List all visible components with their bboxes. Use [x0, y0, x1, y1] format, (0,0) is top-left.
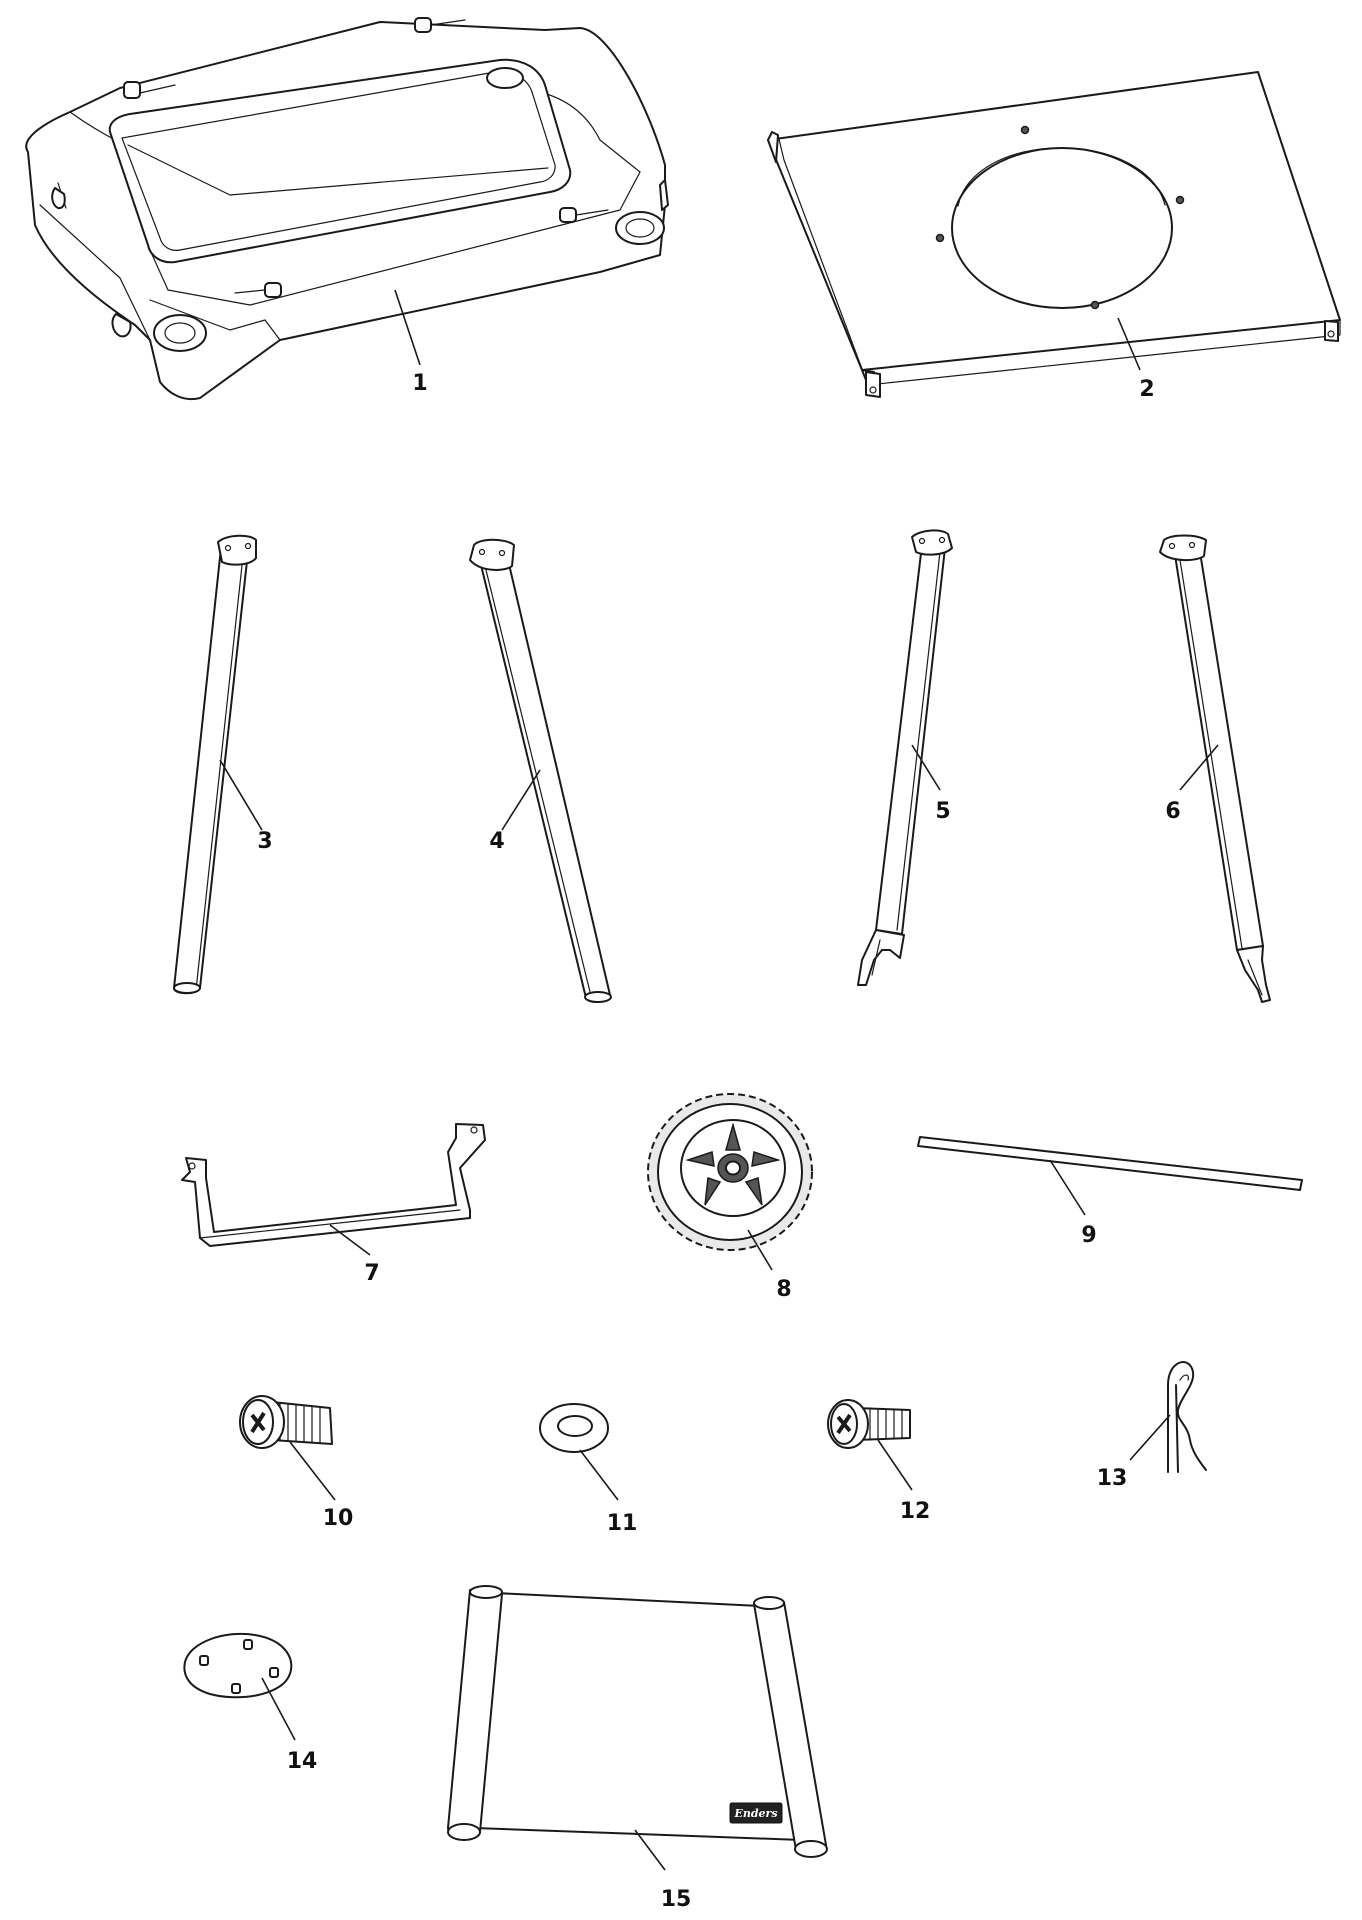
part-15-bottom-shelf-icon: Enders 15: [447, 1585, 828, 1912]
part-5-leg-tube-forked-icon: 5: [857, 529, 953, 986]
part-6-label: 6: [1165, 799, 1180, 824]
part-8-wheel-icon: 8: [647, 1093, 813, 1302]
part-1-label: 1: [412, 371, 427, 396]
part-3-leg-tube-icon: 3: [173, 534, 273, 995]
part-6-leg-tube-forked-icon: 6: [1159, 534, 1271, 1003]
part-4-leg-tube-icon: 4: [469, 538, 612, 1003]
part-11-washer-icon: 11: [539, 1403, 638, 1536]
part-11-label: 11: [607, 1511, 638, 1536]
brand-logo: [729, 1802, 783, 1824]
part-7-cross-bracket-icon: 7: [181, 1123, 486, 1286]
part-8-label: 8: [776, 1277, 791, 1302]
part-5-label: 5: [935, 799, 950, 824]
part-14-label: 14: [287, 1749, 318, 1774]
part-12-label: 12: [900, 1499, 931, 1524]
part-7-label: 7: [364, 1261, 379, 1286]
part-10-label: 10: [323, 1506, 354, 1531]
part-13-label: 13: [1097, 1466, 1128, 1491]
part-1-grill-base-tray-icon: 1: [25, 17, 669, 401]
part-4-label: 4: [489, 829, 504, 854]
part-2-support-plate-icon: 2: [767, 71, 1341, 402]
part-14-leg-cap-plate-icon: 14: [183, 1632, 318, 1774]
part-9-label: 9: [1081, 1223, 1096, 1248]
part-9-axle-rod-icon: 9: [917, 1136, 1303, 1248]
part-3-label: 3: [257, 829, 272, 854]
part-2-label: 2: [1139, 377, 1154, 402]
part-12-screw-icon: 12: [827, 1399, 931, 1524]
part-15-label: 15: [661, 1887, 692, 1912]
part-10-screw-icon: 10: [239, 1395, 354, 1531]
part-13-r-clip-icon: 13: [1097, 1361, 1207, 1491]
brand-logo-text: Enders: [733, 1807, 777, 1820]
